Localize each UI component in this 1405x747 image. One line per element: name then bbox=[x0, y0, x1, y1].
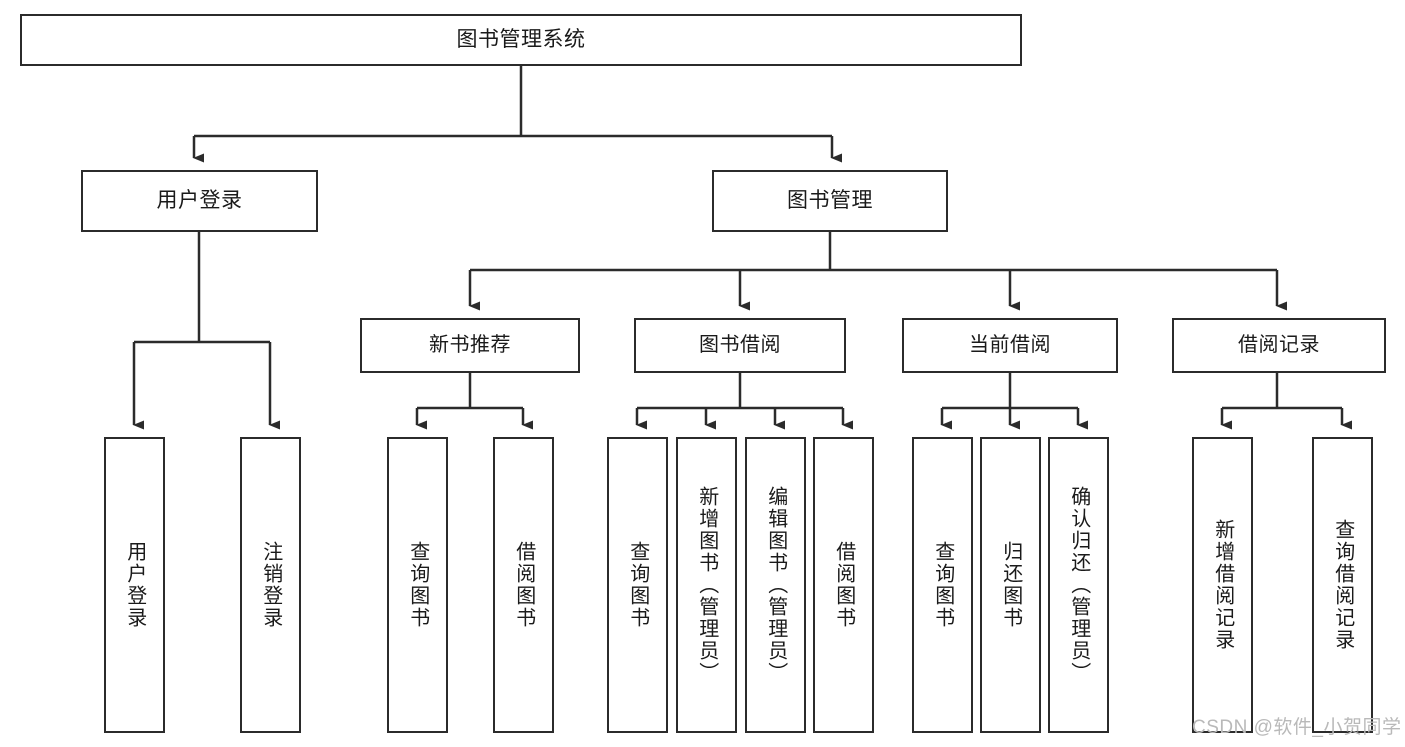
leaf-query-book-borrow-label: 查询图书 bbox=[626, 541, 649, 629]
node-borrow-record-label: 借阅记录 bbox=[1238, 334, 1320, 356]
leaf-logout-label: 注销登录 bbox=[259, 541, 282, 629]
leaf-add-book-admin[interactable]: 新增图书（管理员） bbox=[676, 437, 737, 733]
node-current-borrow[interactable]: 当前借阅 bbox=[902, 318, 1118, 373]
node-book-borrow-label: 图书借阅 bbox=[699, 334, 781, 356]
leaf-borrow-book-label: 借阅图书 bbox=[832, 541, 855, 629]
leaf-add-borrow-record-label: 新增借阅记录 bbox=[1211, 519, 1234, 651]
node-book-borrow[interactable]: 图书借阅 bbox=[634, 318, 846, 373]
node-user-login-label: 用户登录 bbox=[156, 188, 243, 212]
leaf-query-book-borrow[interactable]: 查询图书 bbox=[607, 437, 668, 733]
leaf-logout[interactable]: 注销登录 bbox=[240, 437, 301, 733]
leaf-edit-book-admin-label: 编辑图书（管理员） bbox=[764, 486, 787, 684]
node-user-login[interactable]: 用户登录 bbox=[81, 170, 318, 232]
leaf-add-book-admin-label: 新增图书（管理员） bbox=[695, 486, 718, 684]
leaf-borrow-book-recommend[interactable]: 借阅图书 bbox=[493, 437, 554, 733]
node-borrow-record[interactable]: 借阅记录 bbox=[1172, 318, 1386, 373]
leaf-query-borrow-record-label: 查询借阅记录 bbox=[1331, 519, 1354, 651]
leaf-user-login[interactable]: 用户登录 bbox=[104, 437, 165, 733]
leaf-confirm-return-admin-label: 确认归还（管理员） bbox=[1067, 486, 1090, 684]
node-new-book-recommend-label: 新书推荐 bbox=[429, 334, 511, 356]
node-new-book-recommend[interactable]: 新书推荐 bbox=[360, 318, 580, 373]
leaf-user-login-label: 用户登录 bbox=[123, 541, 146, 629]
leaf-query-book-recommend[interactable]: 查询图书 bbox=[387, 437, 448, 733]
node-book-management[interactable]: 图书管理 bbox=[712, 170, 948, 232]
leaf-return-book[interactable]: 归还图书 bbox=[980, 437, 1041, 733]
csdn-watermark: CSDN @软件_小贺同学 bbox=[1192, 717, 1402, 738]
leaf-query-book-recommend-label: 查询图书 bbox=[406, 541, 429, 629]
node-root[interactable]: 图书管理系统 bbox=[20, 14, 1022, 66]
leaf-borrow-book[interactable]: 借阅图书 bbox=[813, 437, 874, 733]
leaf-add-borrow-record[interactable]: 新增借阅记录 bbox=[1192, 437, 1253, 733]
leaf-query-borrow-record[interactable]: 查询借阅记录 bbox=[1312, 437, 1373, 733]
leaf-query-book-current-label: 查询图书 bbox=[931, 541, 954, 629]
node-current-borrow-label: 当前借阅 bbox=[969, 334, 1051, 356]
leaf-return-book-label: 归还图书 bbox=[999, 541, 1022, 629]
leaf-confirm-return-admin[interactable]: 确认归还（管理员） bbox=[1048, 437, 1109, 733]
node-book-management-label: 图书管理 bbox=[787, 188, 873, 212]
leaf-borrow-book-recommend-label: 借阅图书 bbox=[512, 541, 535, 629]
leaf-edit-book-admin[interactable]: 编辑图书（管理员） bbox=[745, 437, 806, 733]
leaf-query-book-current[interactable]: 查询图书 bbox=[912, 437, 973, 733]
node-root-label: 图书管理系统 bbox=[456, 27, 586, 51]
